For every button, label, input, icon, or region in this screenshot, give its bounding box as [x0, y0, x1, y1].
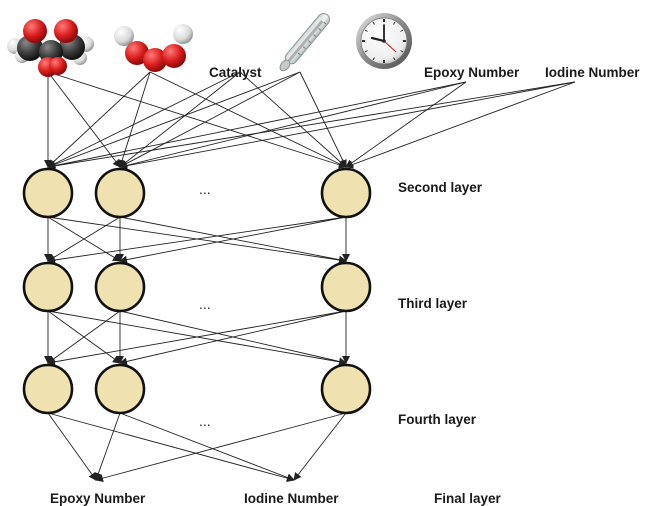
edge-input-to-second-layer — [299, 71, 347, 168]
neuron-fourth-layer-1 — [22, 363, 74, 415]
neuron-second-layer-3 — [320, 167, 372, 219]
edge-input-to-second-layer — [119, 81, 467, 170]
edge-layer-to-layer — [119, 216, 347, 264]
edge-input-to-second-layer — [47, 71, 151, 168]
edge-layer-to-layer — [47, 310, 121, 364]
node-layer — [22, 167, 372, 415]
molecule-icon-1 — [7, 19, 94, 77]
clock-tick — [372, 21, 375, 25]
clock-tick — [372, 57, 375, 61]
input-label-epoxy-number: Epoxy Number — [424, 65, 520, 80]
edge-input-to-second-layer — [345, 81, 467, 168]
edge-input-to-second-layer — [47, 81, 467, 170]
output-label-iodine-number: Iodine Number — [244, 491, 339, 506]
molecule-icon-2 — [114, 24, 193, 72]
edge-layer-to-layer — [47, 216, 347, 264]
edge-to-output — [95, 412, 347, 483]
thermometer-icon — [279, 12, 331, 72]
edge-input-to-second-layer — [119, 81, 576, 170]
clock-icon — [356, 13, 412, 69]
ellipsis-second-layer: ... — [199, 181, 211, 197]
neuron-fourth-layer-3 — [320, 363, 372, 415]
neuron-fourth-layer-2 — [94, 363, 146, 415]
edge-input-to-second-layer — [149, 71, 347, 168]
edge-layer — [44, 71, 576, 483]
edge-input-to-second-layer — [47, 71, 301, 169]
clock-tick — [364, 29, 368, 32]
neuron-third-layer-2 — [94, 261, 146, 313]
edge-input-to-second-layer — [119, 71, 301, 168]
edge-input-to-second-layer — [47, 71, 241, 168]
edge-to-output — [47, 412, 97, 481]
edge-to-output — [293, 412, 347, 481]
edge-layer-to-layer — [119, 310, 347, 366]
clock-tick — [400, 50, 404, 53]
neuron-second-layer-1 — [22, 167, 74, 219]
output-label-epoxy-number: Epoxy Number — [50, 491, 146, 506]
neuron-second-layer-2 — [94, 167, 146, 219]
clock-tick — [393, 57, 396, 61]
neuron-third-layer-1 — [22, 261, 74, 313]
edge-input-to-second-layer — [345, 81, 576, 169]
layer-label-fourth: Fourth layer — [398, 412, 477, 427]
layer-label-final: Final layer — [434, 491, 502, 506]
edge-to-output — [119, 412, 295, 482]
layer-label-second: Second layer — [398, 180, 483, 195]
input-label-catalyst: Catalyst — [209, 65, 262, 80]
input-label-iodine-number: Iodine Number — [545, 65, 640, 80]
clock-tick — [393, 21, 396, 25]
edge-to-output — [47, 412, 295, 483]
edge-input-to-second-layer — [47, 71, 347, 169]
layer-label-third: Third layer — [398, 296, 468, 311]
edge-input-to-second-layer — [47, 81, 576, 170]
clock-tick — [364, 50, 368, 53]
edge-input-to-second-layer — [239, 71, 347, 168]
neuron-third-layer-3 — [320, 261, 372, 313]
edge-layer-to-layer — [47, 216, 121, 262]
edge-input-to-second-layer — [119, 71, 241, 168]
edge-layer-to-layer — [47, 310, 347, 366]
edge-to-output — [94, 412, 121, 481]
edge-input-to-second-layer — [47, 71, 121, 168]
clock-tick — [400, 29, 404, 32]
ellipsis-fourth-layer: ... — [199, 413, 211, 429]
ellipsis-third-layer: ... — [199, 296, 211, 312]
